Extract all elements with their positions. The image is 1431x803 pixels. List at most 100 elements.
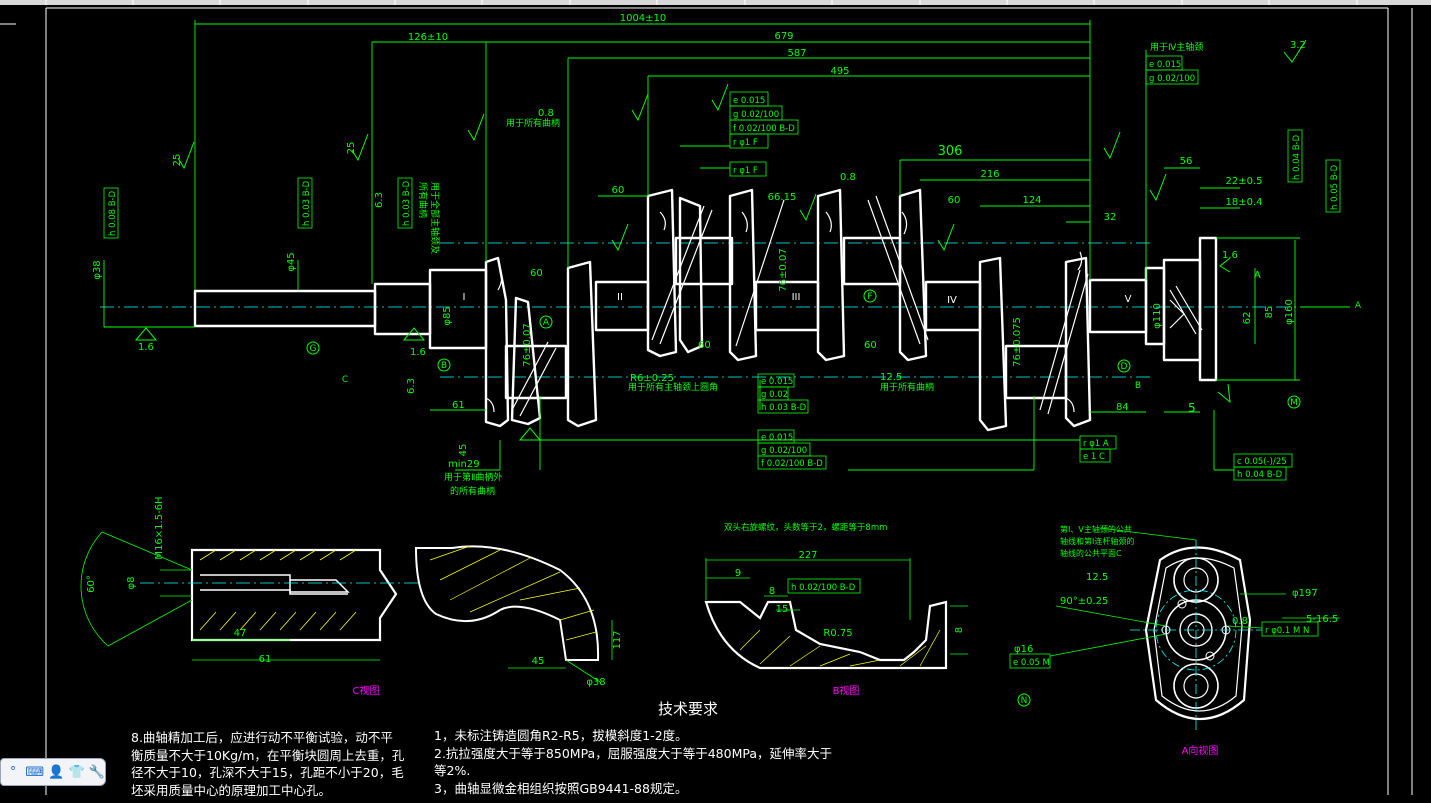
c-view-part: M16×1.5-6H φ8 60° 47 61 <box>80 496 420 665</box>
svg-text:6.3: 6.3 <box>374 192 385 208</box>
svg-text:227: 227 <box>798 550 817 561</box>
c-view-label: C视图 <box>353 684 380 697</box>
svg-text:1.6: 1.6 <box>138 342 154 353</box>
svg-text:φ45: φ45 <box>286 252 297 271</box>
note-line: 2.抗拉强度大于等于850MPa，屈服强度大于等于480MPa，延伸率大于 <box>434 745 832 761</box>
svg-text:124: 124 <box>1022 195 1041 206</box>
tolerance-frame-texts: e 0.015 g 0.02/100 f 0.02/100 B-D r φ1 F… <box>108 60 1340 668</box>
svg-text:f 0.02/100 B-D: f 0.02/100 B-D <box>761 459 823 469</box>
tech-requirements-title: 技术要求 <box>658 700 719 718</box>
svg-text:e 0.015: e 0.015 <box>733 96 765 106</box>
svg-text:85: 85 <box>1264 306 1275 319</box>
svg-text:φ110: φ110 <box>1152 303 1163 329</box>
svg-text:60: 60 <box>948 195 961 206</box>
svg-text:84: 84 <box>1116 402 1129 413</box>
svg-text:e 0.05 M: e 0.05 M <box>1013 658 1050 668</box>
svg-text:306: 306 <box>938 144 963 159</box>
svg-text:h 0.04 B-D: h 0.04 B-D <box>1292 134 1302 180</box>
svg-text:76±0.07: 76±0.07 <box>522 323 533 366</box>
svg-text:e 0.015: e 0.015 <box>761 377 793 387</box>
crankshaft-hatching <box>511 195 1203 417</box>
svg-text:76±0.075: 76±0.075 <box>1012 317 1023 367</box>
svg-text:60°: 60° <box>86 575 97 593</box>
svg-text:e 0.015: e 0.015 <box>761 433 793 443</box>
svg-text:的所有曲柄: 的所有曲柄 <box>450 485 495 497</box>
svg-text:D: D <box>1121 362 1128 372</box>
svg-text:9: 9 <box>735 568 741 579</box>
frame-ticks <box>45 0 1358 5</box>
svg-text:B: B <box>441 361 447 371</box>
datum-markers <box>306 289 1301 707</box>
svg-text:25: 25 <box>172 154 183 167</box>
svg-text:用于Ⅳ主轴颈: 用于Ⅳ主轴颈 <box>1150 41 1203 53</box>
keyboard-icon[interactable]: ⌨ <box>25 764 45 780</box>
svg-text:15: 15 <box>776 604 789 615</box>
svg-text:76±0.07: 76±0.07 <box>778 248 789 291</box>
datum-letters: GB AF DM N CBA <box>310 292 1362 706</box>
svg-text:用于第Ⅱ曲柄外: 用于第Ⅱ曲柄外 <box>444 471 502 483</box>
svg-text:φ197: φ197 <box>1292 588 1318 599</box>
svg-text:g 0.02/100: g 0.02/100 <box>1149 74 1195 84</box>
svg-text:g 0.02/100: g 0.02/100 <box>733 110 779 120</box>
svg-text:h 0.05 B-D: h 0.05 B-D <box>1330 164 1340 210</box>
svg-text:h 0.02/100 B-D: h 0.02/100 B-D <box>791 583 856 593</box>
svg-text:I: I <box>463 292 466 303</box>
settings-icon[interactable]: ° <box>9 764 17 780</box>
svg-text:117: 117 <box>612 630 623 649</box>
svg-text:62: 62 <box>1242 312 1253 325</box>
svg-text:6.3: 6.3 <box>406 378 417 394</box>
svg-text:r φ1 F: r φ1 F <box>733 166 758 176</box>
tolerance-frames <box>103 55 1341 669</box>
tech-notes-left: 8.曲轴精加工后，应进行动不平衡试验，动不平 衡质量不大于10Kg/m，在平衡块… <box>131 729 404 799</box>
svg-text:e 1 C: e 1 C <box>1083 452 1105 462</box>
svg-text:8: 8 <box>954 627 965 633</box>
svg-text:f 0.02/100 B-D: f 0.02/100 B-D <box>733 124 795 134</box>
svg-text:60: 60 <box>612 185 625 196</box>
svg-text:61: 61 <box>452 400 465 411</box>
svg-text:47: 47 <box>234 628 247 639</box>
svg-text:18±0.4: 18±0.4 <box>1225 197 1262 208</box>
svg-text:8: 8 <box>769 586 775 597</box>
svg-text:25: 25 <box>346 142 357 155</box>
note-line: 径不大于10，孔深不大于15，孔距不小于20，毛 <box>131 765 404 780</box>
user-icon[interactable]: 👤 <box>48 764 65 780</box>
crankshaft-centerline <box>100 242 1345 378</box>
dimension-lines <box>103 20 1350 471</box>
tech-notes-right: 1，未标注铸造圆角R2-R5，拔模斜度1-2度。 2.抗拉强度大于等于850MP… <box>434 727 832 797</box>
svg-text:所有曲柄: 所有曲柄 <box>417 182 429 218</box>
svg-text:32: 32 <box>1104 212 1117 223</box>
crankshaft-outline <box>193 188 1218 432</box>
svg-text:45: 45 <box>532 656 545 667</box>
svg-text:A: A <box>1254 270 1261 281</box>
svg-text:B: B <box>1135 381 1141 391</box>
dimension-texts: 1004±10 679 587 495 126±10 306 216 124 6… <box>408 13 1263 627</box>
svg-text:5: 5 <box>1188 401 1196 415</box>
drawing-frame <box>0 7 1413 795</box>
dim-overall-length: 1004±10 <box>620 13 667 24</box>
svg-text:N: N <box>1021 696 1028 706</box>
svg-text:60: 60 <box>698 340 711 351</box>
svg-text:min29: min29 <box>448 459 480 470</box>
svg-text:90°±0.25: 90°±0.25 <box>1060 596 1108 607</box>
svg-text:用于所有主轴颈上圆角: 用于所有主轴颈上圆角 <box>628 381 718 393</box>
svg-text:轴线和第Ⅰ连杆轴颈的: 轴线和第Ⅰ连杆轴颈的 <box>1060 536 1134 546</box>
journal-numerals: I II III IV V <box>463 292 1132 306</box>
svg-text:V: V <box>1125 294 1132 305</box>
svg-text:h 0.08 B-D: h 0.08 B-D <box>108 190 118 236</box>
a-view-part: 90°±0.25 φ197 5-16.5 φ16 第Ⅰ、Ⅴ主轴颈的公共 轴线和第… <box>1014 524 1340 730</box>
svg-text:III: III <box>792 292 801 303</box>
svg-text:r φ1 A: r φ1 A <box>1083 439 1109 449</box>
note-line: 8.曲轴精加工后，应进行动不平衡试验，动不平 <box>131 730 393 745</box>
svg-text:A: A <box>1355 301 1362 311</box>
svg-text:h 0.03 B-D: h 0.03 B-D <box>302 180 312 226</box>
svg-text:1.6: 1.6 <box>1222 250 1238 261</box>
shirt-icon[interactable]: 👕 <box>68 764 85 780</box>
svg-text:c 0.05(-)/25: c 0.05(-)/25 <box>1237 457 1287 467</box>
svg-text:587: 587 <box>787 48 806 59</box>
svg-text:用于全部主轴颈及: 用于全部主轴颈及 <box>429 182 441 254</box>
svg-text:φ85: φ85 <box>442 306 453 325</box>
note-line: 坯采用质量中心的原理加工中心孔。 <box>131 782 332 798</box>
wrench-icon[interactable]: 🔧 <box>88 764 105 780</box>
b-view-part: 227 9 8 15 R0.75 8 双头右旋螺纹，头数等于2，螺距等于8mm <box>704 522 968 670</box>
